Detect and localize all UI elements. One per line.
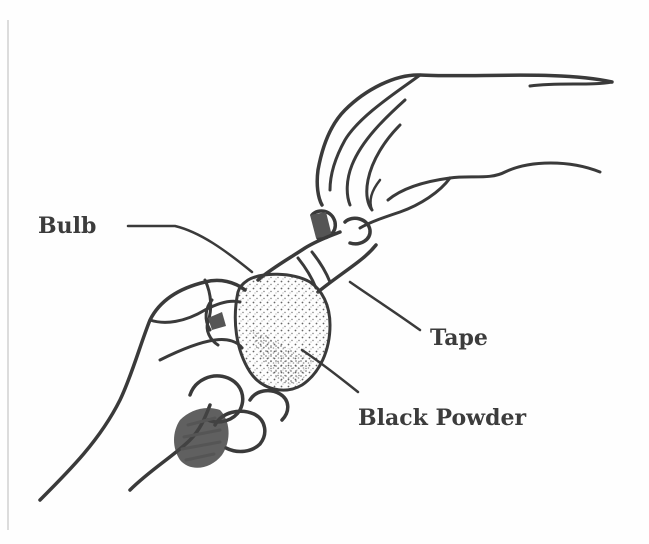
tape-leader-line [350,282,420,330]
fingertip-shadow [310,212,332,238]
black-powder-label: Black Powder [358,405,526,431]
bulb-leader-line [128,226,252,272]
bulb-label: Bulb [38,213,96,239]
tape-label: Tape [430,325,488,351]
bulb-shape [235,274,330,390]
palm-shadow [174,408,229,468]
upper-hand [310,75,612,244]
